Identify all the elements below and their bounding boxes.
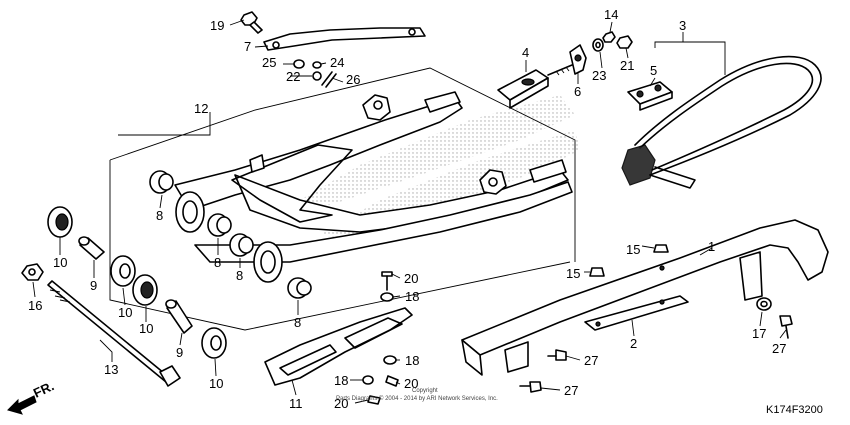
- callout-9b[interactable]: 9: [176, 345, 183, 360]
- callout-27b[interactable]: 27: [584, 353, 598, 368]
- callout-8d[interactable]: 8: [294, 315, 301, 330]
- bushing-lower-right[interactable]: [287, 277, 312, 299]
- callout-3[interactable]: 3: [679, 18, 686, 33]
- bolt-27-bottom[interactable]: [519, 381, 542, 393]
- bolt-19[interactable]: [240, 11, 263, 34]
- chain-case-plate[interactable]: [584, 295, 689, 331]
- chain-guide-bracket[interactable]: [263, 27, 426, 51]
- washer-17[interactable]: [756, 297, 772, 311]
- callout-10d[interactable]: 10: [209, 376, 223, 391]
- callout-19[interactable]: 19: [210, 18, 224, 33]
- callout-10a[interactable]: 10: [53, 255, 67, 270]
- pivot-nut[interactable]: [21, 263, 44, 281]
- dust-seal-1[interactable]: [47, 206, 73, 238]
- callout-10b[interactable]: 10: [118, 305, 132, 320]
- screw-20-bottom[interactable]: [367, 395, 381, 405]
- copyright-line-1: Copyright: [412, 388, 438, 394]
- callout-18c[interactable]: 18: [334, 373, 348, 388]
- master-link[interactable]: [627, 81, 673, 111]
- callout-6[interactable]: 6: [574, 84, 581, 99]
- callout-8b[interactable]: 8: [214, 255, 221, 270]
- dust-seal-4[interactable]: [201, 327, 227, 359]
- chain-adjuster[interactable]: [497, 64, 573, 109]
- nut-21[interactable]: [616, 35, 633, 49]
- front-label: FR.: [31, 378, 56, 400]
- bushing-lower-mid-1[interactable]: [207, 213, 232, 237]
- collar-22[interactable]: [312, 71, 322, 81]
- front-direction-indicator: FR.: [7, 378, 56, 415]
- screw-20-top[interactable]: [381, 271, 393, 291]
- callouts: 1 2 3 4 5 6 7 8 8 8 8 9 9 10 10 10 10 11…: [28, 7, 786, 411]
- bushing-lower-mid-2[interactable]: [229, 233, 254, 257]
- washer-25[interactable]: [293, 59, 305, 69]
- callout-7[interactable]: 7: [244, 39, 251, 54]
- callout-8c[interactable]: 8: [236, 268, 243, 283]
- pivot-bolt[interactable]: [47, 280, 181, 387]
- callout-18b[interactable]: 18: [405, 353, 419, 368]
- callout-24[interactable]: 24: [330, 55, 344, 70]
- chain-slider[interactable]: [264, 307, 413, 386]
- bushing-upper-left[interactable]: [149, 170, 174, 194]
- callout-22[interactable]: 22: [286, 69, 300, 84]
- callout-23[interactable]: 23: [592, 68, 606, 83]
- washer-18-bottom[interactable]: [362, 375, 374, 385]
- copyright-line-2: Parts Diagrams © 2004 - 2014 by ARI Netw…: [336, 395, 498, 402]
- collar-2[interactable]: [165, 299, 193, 334]
- copyright-notice: Copyright Parts Diagrams © 2004 - 2014 b…: [336, 388, 498, 402]
- callout-9a[interactable]: 9: [90, 278, 97, 293]
- adjuster-block[interactable]: [569, 44, 587, 75]
- callout-21[interactable]: 21: [620, 58, 634, 73]
- callout-2[interactable]: 2: [630, 336, 637, 351]
- callout-4[interactable]: 4: [522, 45, 529, 60]
- callout-20a[interactable]: 20: [404, 271, 418, 286]
- callout-26[interactable]: 26: [346, 72, 360, 87]
- bolt-27-right[interactable]: [779, 315, 793, 339]
- callout-18a[interactable]: 18: [405, 289, 419, 304]
- callout-12[interactable]: 12: [194, 101, 208, 116]
- callout-11[interactable]: 11: [289, 396, 303, 411]
- nut-14[interactable]: [602, 31, 616, 43]
- callout-14[interactable]: 14: [604, 7, 618, 22]
- swingarm[interactable]: [174, 91, 573, 283]
- callout-13[interactable]: 13: [104, 362, 118, 377]
- cotter-pin-26[interactable]: [321, 71, 337, 88]
- drive-chain[interactable]: [621, 55, 822, 189]
- callout-15b[interactable]: 15: [566, 266, 580, 281]
- callout-16[interactable]: 16: [28, 298, 42, 313]
- grommet-15-left[interactable]: [589, 267, 605, 277]
- callout-20b[interactable]: 20: [404, 376, 418, 391]
- dust-seal-2[interactable]: [110, 255, 136, 287]
- callout-27a[interactable]: 27: [772, 341, 786, 356]
- front-arrow-icon: [7, 395, 37, 415]
- dust-seal-3[interactable]: [132, 274, 158, 306]
- callout-1[interactable]: 1: [708, 239, 715, 254]
- callout-15a[interactable]: 15: [626, 242, 640, 257]
- collar-1[interactable]: [78, 236, 105, 260]
- callout-5[interactable]: 5: [650, 63, 657, 78]
- washer-23[interactable]: [592, 38, 604, 52]
- washer-24[interactable]: [312, 61, 322, 69]
- callout-17[interactable]: 17: [752, 326, 766, 341]
- callout-10c[interactable]: 10: [139, 321, 153, 336]
- screw-20-right[interactable]: [385, 375, 399, 387]
- bolt-27-mid[interactable]: [547, 349, 567, 361]
- callout-27c[interactable]: 27: [564, 383, 578, 398]
- callout-8a[interactable]: 8: [156, 208, 163, 223]
- chain-case[interactable]: [461, 219, 829, 376]
- diagram-code: K174F3200: [766, 404, 823, 416]
- callout-25[interactable]: 25: [262, 55, 276, 70]
- washer-18-top[interactable]: [380, 292, 394, 302]
- washer-18-right[interactable]: [383, 355, 397, 365]
- grommet-15-right[interactable]: [653, 244, 669, 253]
- callout-20c[interactable]: 20: [334, 396, 348, 411]
- leader-lines: [32, 19, 787, 404]
